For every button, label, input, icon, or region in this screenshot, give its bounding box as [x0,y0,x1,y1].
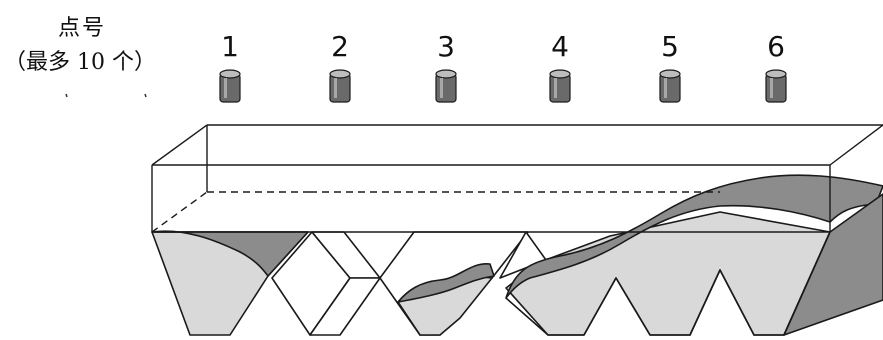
hoppers-4-6-material [505,211,831,336]
sensor-row: 1 2 3 4 5 6 [219,30,787,103]
silo-box [151,124,883,233]
sensor-number: 6 [767,30,785,63]
sensor-1: 1 [219,30,241,103]
sensor-5: 5 [659,30,681,103]
sensor-cap [435,69,457,79]
sensor-3: 3 [435,30,457,103]
hoppers-4-6-material-top [505,174,883,299]
caption-marks [65,93,147,98]
sensor-number: 5 [661,30,679,63]
hopper-4 [499,231,547,279]
sensor-number: 1 [221,30,239,63]
sensor-highlight [334,78,337,98]
sensor-cap [219,69,241,79]
sensor-number: 3 [437,30,455,63]
sensor-highlight [440,78,443,98]
caption-max-count: （最多 10 个） [4,50,156,75]
hopper-3-material-top [397,263,495,303]
sensor-cap [549,69,571,79]
hopper-outlines [505,231,831,336]
sensor-cap [765,69,787,79]
sensor-cap [659,69,681,79]
caption-point-number: 点号 [58,16,107,41]
hopper-row [151,174,883,336]
sensor-cap [329,69,351,79]
sensor-highlight [554,78,557,98]
sensor-highlight [770,78,773,98]
sensor-highlight [224,78,227,98]
sensor-4: 4 [549,30,571,103]
sensor-highlight [664,78,667,98]
sensor-number: 4 [551,30,569,63]
sensor-6: 6 [765,30,787,103]
sensor-number: 2 [331,30,349,63]
sensor-2: 2 [329,30,351,103]
